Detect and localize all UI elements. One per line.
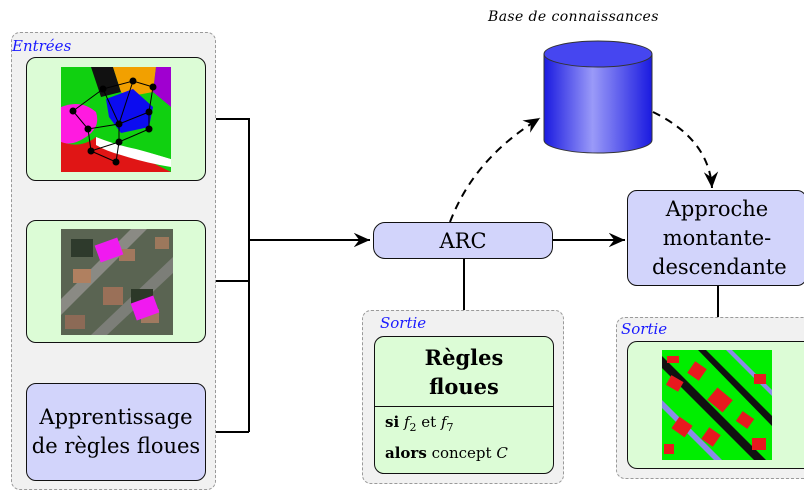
aerial-photo-input-box bbox=[26, 220, 206, 343]
approach-box: Approche montante-descendante bbox=[627, 190, 804, 286]
database-cylinder-icon bbox=[543, 40, 653, 154]
rule-conclusion-line: alors concept C bbox=[385, 444, 508, 462]
fuzzy-rules-divider bbox=[375, 406, 553, 407]
classified-map-box bbox=[627, 341, 804, 469]
inputs-label: Entrées bbox=[12, 37, 72, 55]
rule-feature-b: f7 bbox=[440, 413, 454, 434]
fuzzy-rules-box: Règles floues si f2 et f7 alors concept … bbox=[374, 336, 554, 474]
rule-concept-var: C bbox=[496, 444, 508, 462]
rule-feature-a: f2 bbox=[403, 413, 417, 434]
rule-then-keyword: alors bbox=[385, 444, 427, 462]
fuzzy-rules-title: Règles floues bbox=[424, 345, 504, 399]
segmentation-input-box bbox=[26, 57, 206, 181]
classified-map-icon bbox=[662, 350, 772, 460]
arrow-arc-to-kb bbox=[449, 117, 541, 223]
rule-condition-line: si f2 et f7 bbox=[385, 413, 454, 434]
rule-and-keyword: et bbox=[421, 413, 437, 431]
rules-output-label: Sortie bbox=[380, 314, 427, 332]
arc-box: ARC bbox=[373, 222, 553, 259]
learning-input-box: Apprentissage de règles floues bbox=[26, 383, 206, 481]
rule-concept-word: concept bbox=[431, 444, 492, 462]
knowledge-base-label: Base de connaissances bbox=[488, 9, 659, 25]
map-output-label: Sortie bbox=[621, 320, 668, 338]
approach-label: Approche montante-descendante bbox=[652, 196, 787, 279]
segmentation-graph-icon bbox=[61, 67, 171, 172]
rule-if-keyword: si bbox=[385, 413, 400, 431]
arc-label: ARC bbox=[439, 228, 487, 253]
arrow-kb-to-approach bbox=[652, 111, 719, 189]
aerial-photo-icon bbox=[61, 229, 173, 335]
link-seg-in bbox=[205, 118, 250, 432]
learning-box-label: Apprentissage de règles floues bbox=[31, 405, 201, 458]
